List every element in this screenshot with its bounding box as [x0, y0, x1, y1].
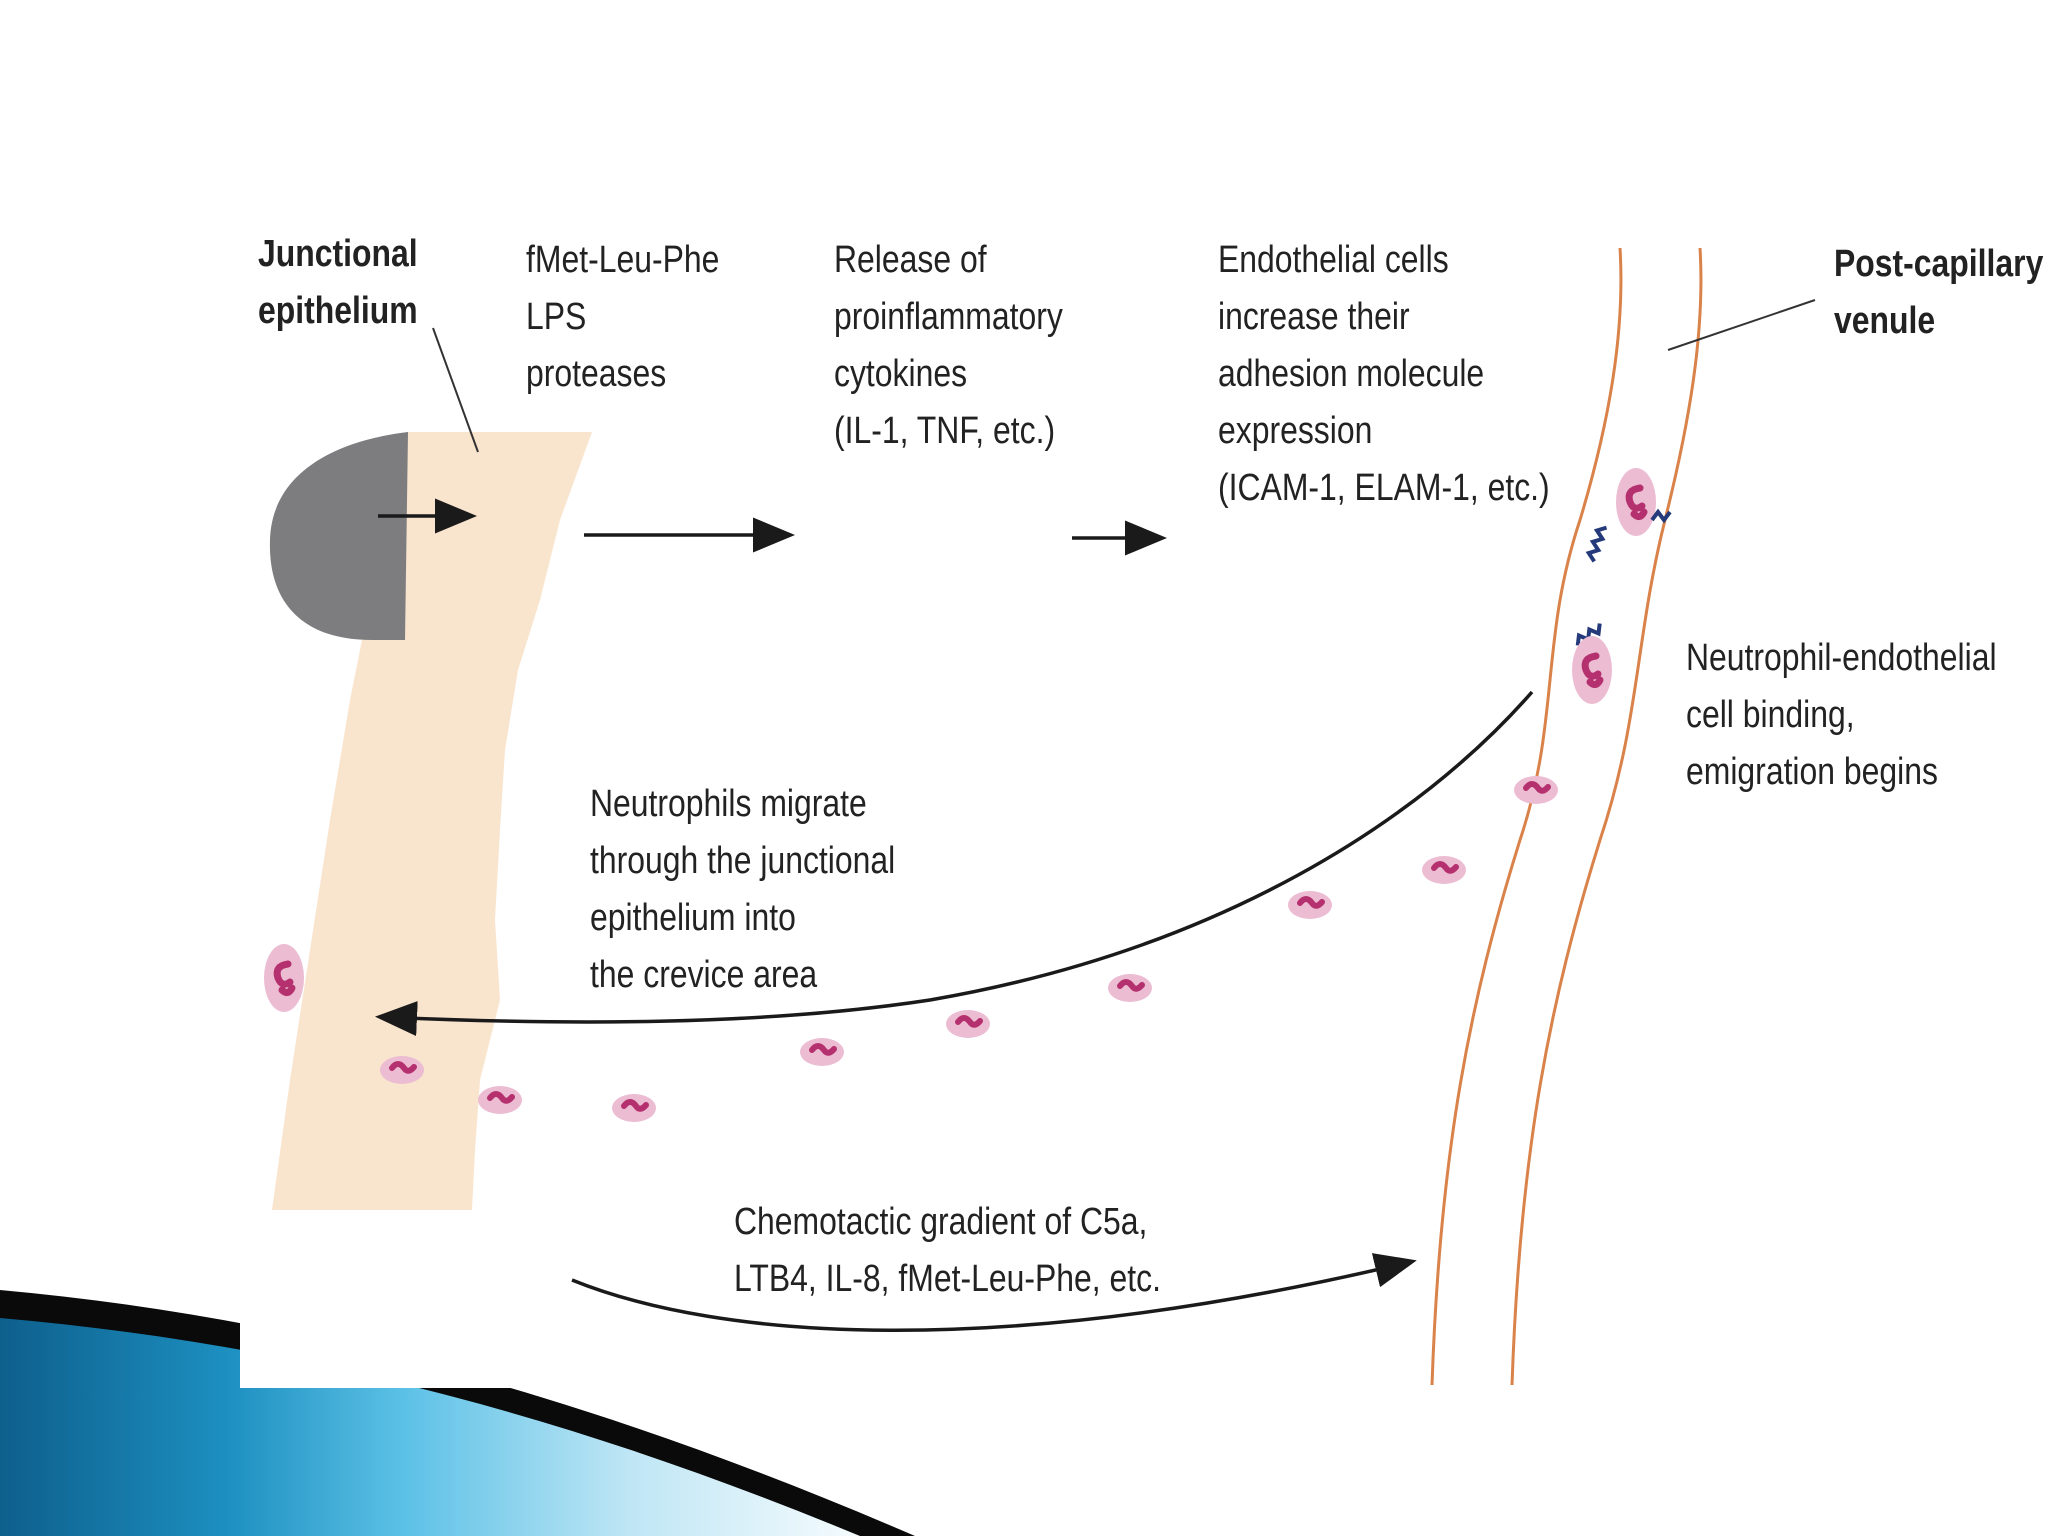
neutrophil-cell-shape	[1422, 856, 1466, 884]
adhesion-molecule-zigzag	[1650, 508, 1672, 524]
venule-right-wall	[1510, 247, 1703, 1386]
neutrophil-cell-shape	[1572, 636, 1612, 704]
label-line: Junctional	[258, 233, 418, 275]
label-line: through the junctional	[590, 840, 896, 882]
venule-left-wall	[1430, 247, 1623, 1386]
slide-decoration-band	[0, 1290, 915, 1536]
label-line: proteases	[526, 353, 667, 395]
label-line: cytokines	[834, 353, 968, 395]
label-line: Chemotactic gradient of C5a,	[734, 1201, 1148, 1243]
bacterial-plaque-shape	[269, 432, 408, 640]
cytokine-release-label: Release of proinflammatory cytokines (IL…	[834, 232, 1063, 460]
label-line: Neutrophil-endothelial	[1686, 637, 1997, 679]
label-line: emigration begins	[1686, 751, 1938, 793]
neutrophil-cell-shape	[1514, 776, 1558, 804]
label-line: epithelium into	[590, 897, 796, 939]
neutrophil-binding-label: Neutrophil-endothelial cell binding, emi…	[1686, 630, 1997, 801]
neutrophil-cell-shape	[612, 1094, 656, 1122]
post-capillary-venule-label: Post-capillary venule	[1834, 236, 2043, 350]
label-line: the crevice area	[590, 954, 818, 996]
neutrophil-cell-shape	[800, 1038, 844, 1066]
adhesion-molecule-zigzag	[1585, 525, 1608, 563]
endothelial-cells-label: Endothelial cells increase their adhesio…	[1218, 232, 1550, 517]
label-line: (ICAM-1, ELAM-1, etc.)	[1218, 467, 1550, 509]
label-line: cell binding,	[1686, 694, 1855, 736]
junctional-epithelium-label: Junctional epithelium	[258, 226, 418, 340]
figure-panel	[240, 150, 2048, 1388]
neutrophil-cell-shape	[1288, 891, 1332, 919]
label-line: adhesion molecule	[1218, 353, 1485, 395]
neutrophil-cell-shape	[1108, 974, 1152, 1002]
neutrophil-cell-shape	[478, 1086, 522, 1114]
neutrophil-cell-shape	[264, 944, 304, 1012]
chemotactic-gradient-arrow	[571, 1253, 1417, 1332]
neutrophil-cell-shape	[946, 1010, 990, 1038]
label-line: fMet-Leu-Phe	[526, 239, 720, 281]
adhesion-molecule-zigzag	[1575, 623, 1602, 646]
label-line: LTB4, IL-8, fMet-Leu-Phe, etc.	[734, 1258, 1161, 1300]
neutrophil-migration-arrow	[375, 690, 1534, 1037]
neutrophil-migration-label: Neutrophils migrate through the junction…	[590, 776, 895, 1004]
label-line: (IL-1, TNF, etc.)	[834, 410, 1056, 452]
label-line: expression	[1218, 410, 1373, 452]
label-line: proinflammatory	[834, 296, 1063, 338]
label-line: Endothelial cells	[1218, 239, 1449, 281]
label-line: Neutrophils migrate	[590, 783, 867, 825]
label-line: venule	[1834, 300, 1936, 342]
chemotactic-gradient-label: Chemotactic gradient of C5a, LTB4, IL-8,…	[734, 1194, 1161, 1308]
stimuli-label: fMet-Leu-Phe LPS proteases	[526, 232, 719, 403]
junctional-epithelium-tissue	[272, 432, 592, 1210]
label-line: increase their	[1218, 296, 1410, 338]
label-line: Release of	[834, 239, 987, 281]
label-line: epithelium	[258, 290, 418, 332]
venule-pointer-line	[1667, 299, 1816, 351]
epithelium-pointer-line	[432, 327, 479, 453]
label-line: Post-capillary	[1834, 243, 2044, 285]
neutrophil-cell-shape	[380, 1056, 424, 1084]
label-line: LPS	[526, 296, 587, 338]
neutrophil-cell-shape	[1616, 468, 1656, 536]
